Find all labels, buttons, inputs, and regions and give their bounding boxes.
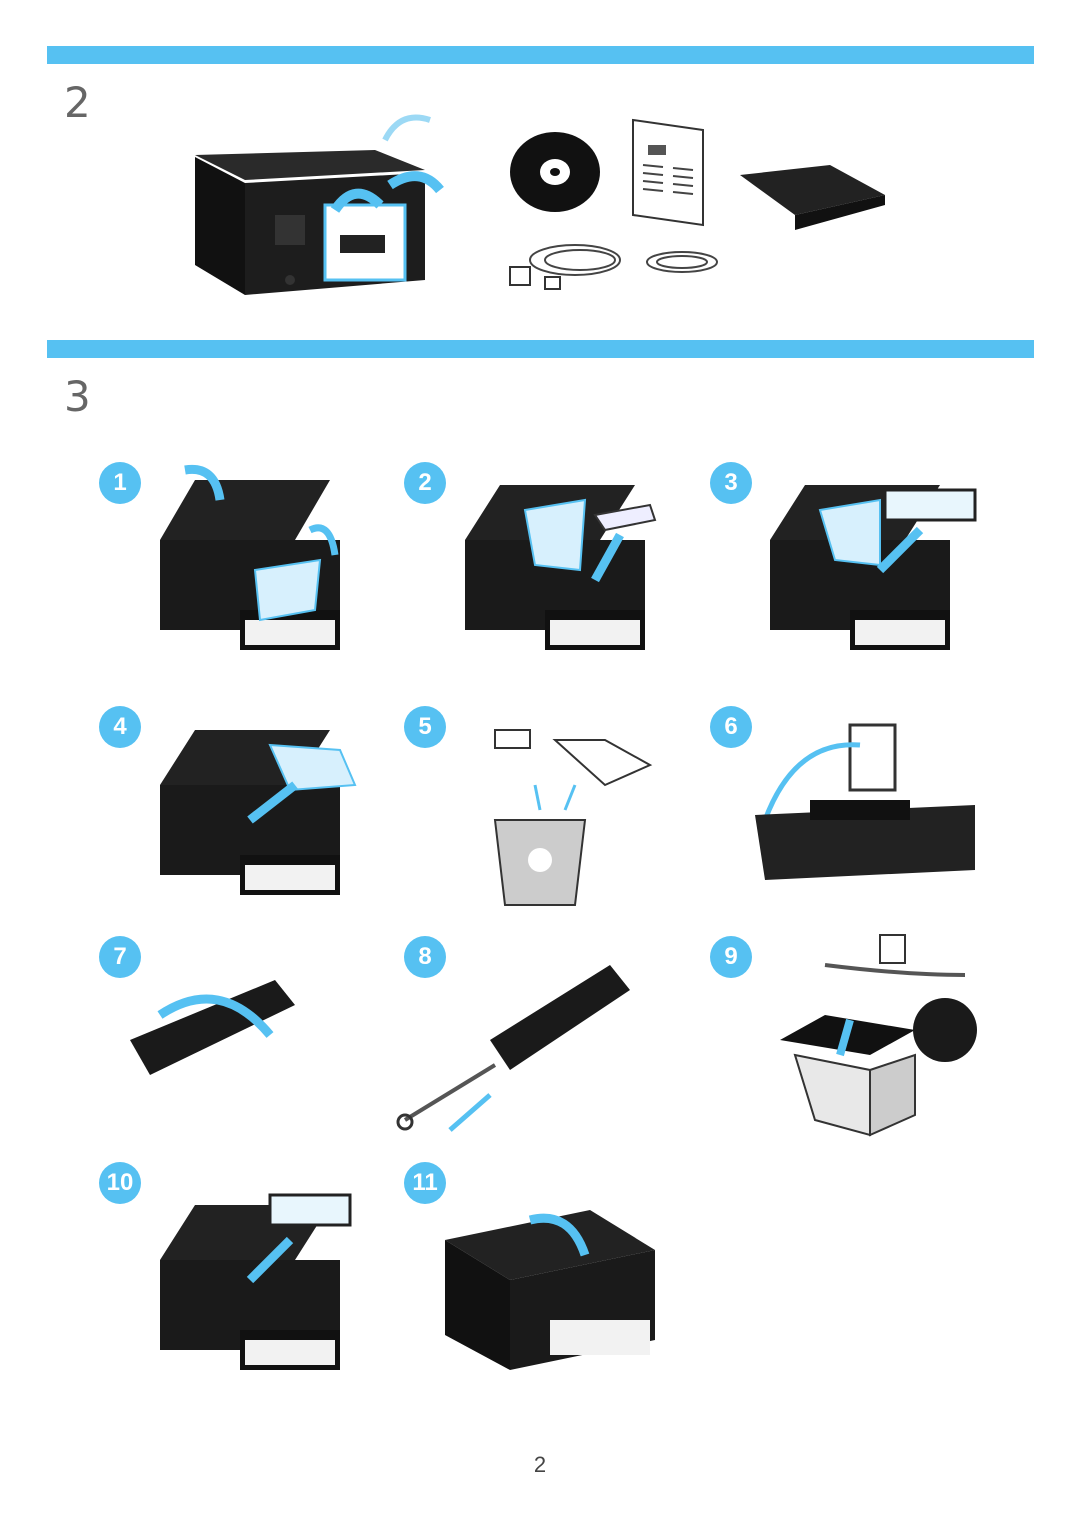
step-3-printer-icon [760,470,980,670]
recycle-symbol-icon [913,998,977,1062]
section-3-number: 3 [64,372,91,421]
step-2-badge: 2 [404,462,446,504]
step-3-badge: 3 [710,462,752,504]
section-2-number: 2 [64,78,91,127]
step-10-badge: 10 [99,1162,141,1204]
step-10-printer-icon [150,1190,360,1390]
manual-icon [628,115,713,230]
step-11-printer-icon [440,1200,660,1380]
step-4-printer-icon [150,715,360,910]
step-5-badge: 5 [404,706,446,748]
step-7-toner-cartridge-icon [120,960,300,1090]
step-6-toner-cartridge-icon [745,720,985,885]
power-cord-icon [505,232,625,297]
step-9-badge: 9 [710,936,752,978]
step-1-printer-icon [150,460,350,670]
tray-icon [735,160,890,235]
step-5-recycle-bin-icon [485,725,660,910]
cd-icon [508,130,603,215]
step-1-badge: 1 [99,462,141,504]
page-number: 2 [533,1452,547,1477]
step-7-badge: 7 [99,936,141,978]
step-9-box-icon [775,930,985,1140]
section-3-bar [47,340,1034,358]
step-8-badge: 8 [404,936,446,978]
step-8-toner-cartridge-icon [395,955,635,1140]
step-6-badge: 6 [710,706,752,748]
section-2-bar [47,46,1034,64]
step-11-badge: 11 [404,1162,446,1204]
step-2-printer-icon [455,470,665,670]
printer-icon [185,95,455,310]
usb-cable-icon [640,245,725,280]
step-4-badge: 4 [99,706,141,748]
